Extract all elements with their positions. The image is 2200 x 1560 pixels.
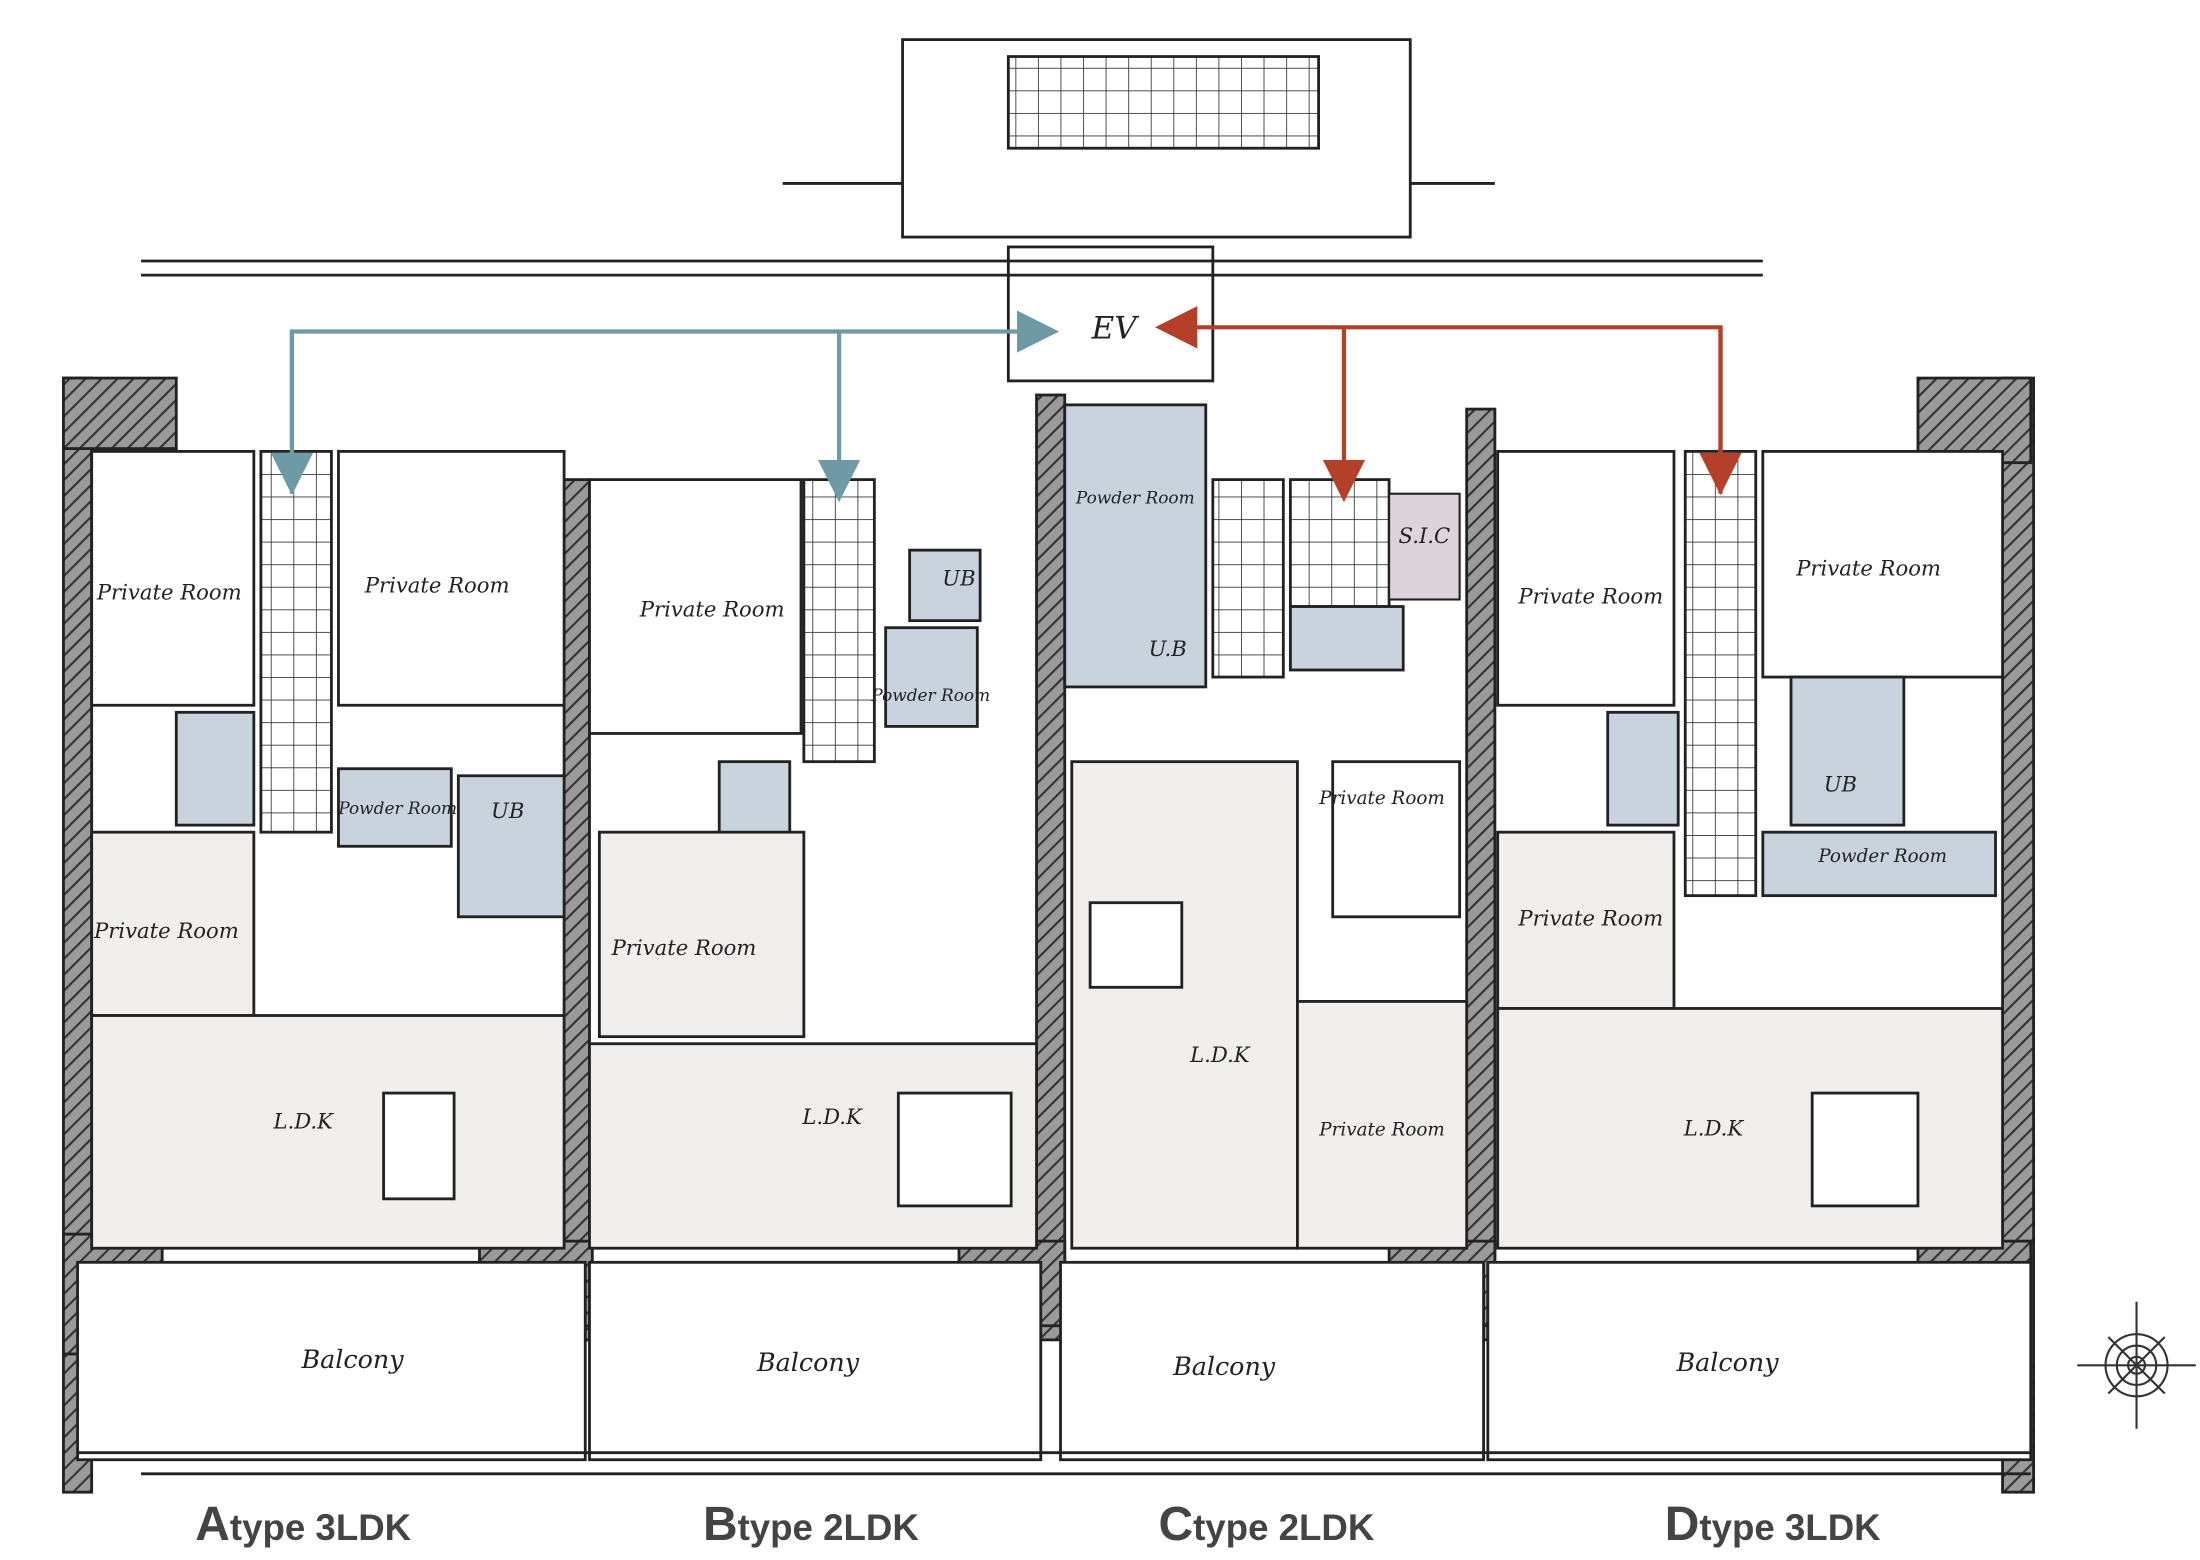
unit-a	[76, 450, 587, 1462]
room-label: Private Room	[364, 572, 510, 597]
unit-type-label-d: Dtype 3LDK	[1665, 1498, 1881, 1551]
room-label: Balcony	[756, 1347, 860, 1377]
unit-type-label-c: Ctype 2LDK	[1158, 1498, 1374, 1551]
room-label: Powder Room	[870, 685, 990, 705]
room-label: Private Room	[1318, 1119, 1445, 1140]
room-label: Private Room	[1517, 905, 1663, 930]
room-label: UB	[491, 798, 524, 823]
room-label: Private Room	[93, 918, 239, 943]
unit-c	[1059, 403, 1486, 1462]
unit-b	[588, 478, 1043, 1462]
room-label: Private Room	[611, 935, 757, 960]
room-label: Balcony	[1676, 1347, 1780, 1377]
room-label: Private Room	[1795, 556, 1941, 581]
route-right	[1155, 306, 1742, 503]
compass-rose-icon	[2077, 1301, 2196, 1429]
room-label: S.I.C	[1399, 523, 1451, 548]
room-label: UB	[1824, 771, 1857, 796]
room-label: Private Room	[639, 596, 785, 621]
unit-type-label-b: Btype 2LDK	[703, 1498, 919, 1551]
room-label: L.D.K	[1683, 1115, 1745, 1140]
room-label: L.D.K	[801, 1104, 863, 1129]
route-left	[270, 310, 1060, 503]
room-label: Balcony	[301, 1344, 405, 1374]
room-label: Powder Room	[1817, 846, 1947, 867]
room-label: L.D.K	[1189, 1042, 1251, 1067]
room-label: UB	[942, 565, 975, 590]
room-label: Powder Room	[1075, 488, 1195, 508]
room-label: Powder Room	[337, 798, 457, 818]
room-label: U.B	[1149, 636, 1187, 661]
room-label: Private Room	[1318, 788, 1445, 809]
unit-d	[1486, 450, 2033, 1462]
room-label: Private Room	[1517, 584, 1663, 609]
room-label: L.D.K	[272, 1108, 334, 1133]
room-label: Balcony	[1172, 1351, 1276, 1381]
elevator-label: EV	[1091, 311, 1141, 347]
unit-type-label-a: Atype 3LDK	[195, 1498, 411, 1551]
room-label: Private Room	[96, 579, 242, 604]
